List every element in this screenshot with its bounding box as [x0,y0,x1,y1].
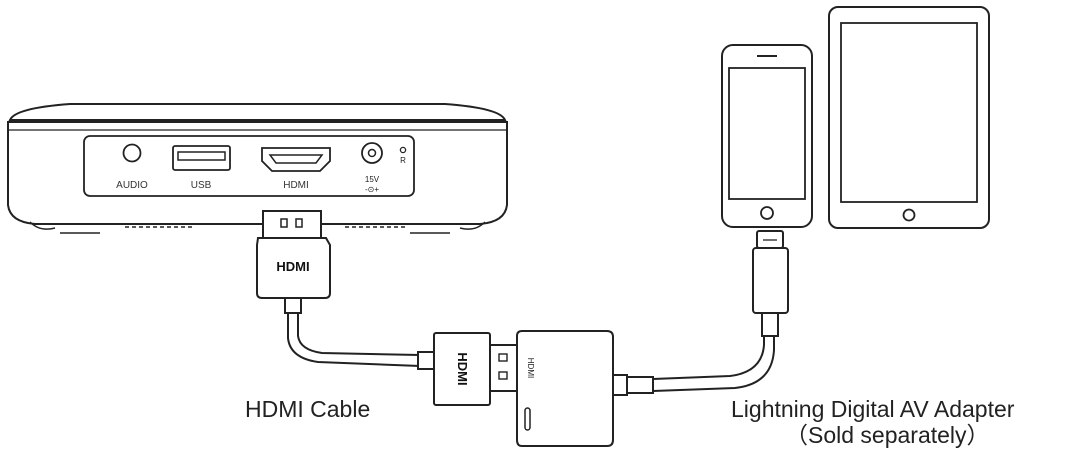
audio-label: AUDIO [116,180,148,191]
reset-button [399,146,407,154]
power-voltage-label: 15V [365,175,380,184]
ipad-screen [840,22,978,203]
reset-label: R [400,156,406,165]
adapter-hdmi-plug-label: HDMI [455,352,470,385]
adapter-caption-line1: Lightning Digital AV Adapter [731,396,1015,422]
iphone-screen [728,67,806,200]
iphone [721,44,813,228]
power-port [361,142,383,164]
port-panel [83,135,415,197]
hdmi-cable-plug-label: HDMI [276,259,309,274]
hdmi-port-label: HDMI [283,180,309,191]
hdmi-cable-caption: HDMI Cable [245,396,370,422]
adapter-caption-line2: （Sold separately） [785,422,990,448]
usb-label: USB [191,180,212,191]
av-adapter [516,230,789,447]
hdmi-cable [256,210,518,406]
ipad [828,6,990,229]
projector [7,103,508,234]
usb-port [172,145,231,171]
ipad-home-button [902,208,916,222]
power-polarity-label: -⊙+ [365,185,379,194]
audio-port [122,143,142,163]
hdmi-port [261,147,331,172]
adapter-body-label: HDMI [526,358,535,378]
iphone-home-button [760,206,774,220]
vent-slots [60,226,450,234]
